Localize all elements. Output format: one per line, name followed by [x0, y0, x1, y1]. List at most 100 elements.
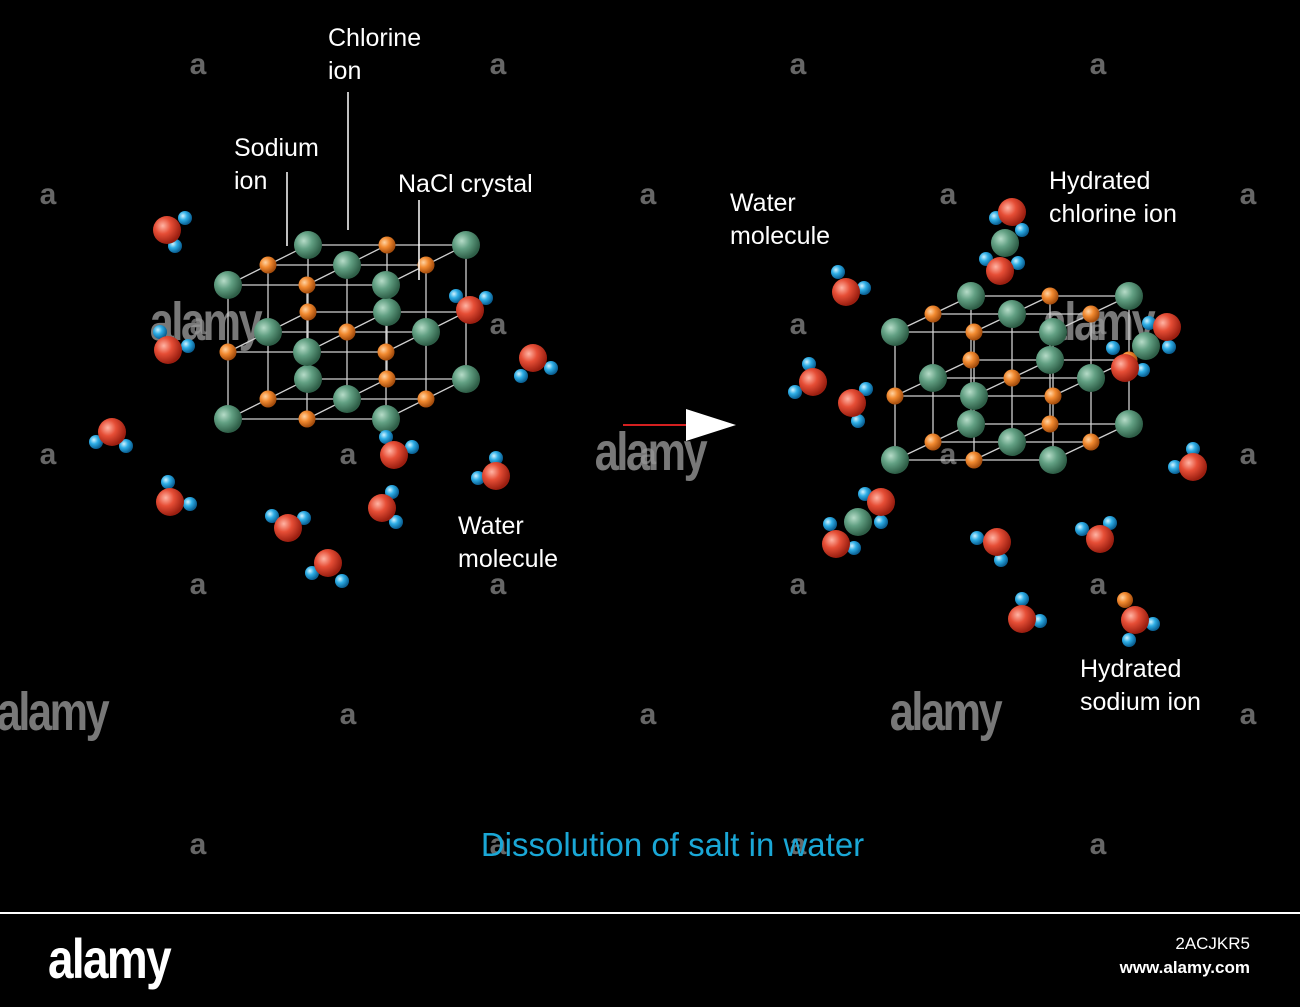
oxygen-atom	[1153, 313, 1181, 341]
oxygen-atom	[314, 549, 342, 577]
oxygen-atom	[983, 528, 1011, 556]
watermark-a: a	[790, 308, 807, 341]
oxygen-atom	[1111, 354, 1139, 382]
sodium-atom	[1003, 369, 1021, 387]
hydrogen-atom	[449, 289, 463, 303]
label-water-molecule-right: Water molecule	[730, 189, 831, 250]
chlorine-atom	[214, 271, 242, 299]
hydrogen-atom	[1106, 341, 1120, 355]
watermark-a: a	[1090, 568, 1107, 601]
hydrogen-atom	[1168, 460, 1182, 474]
hydrogen-atom	[471, 471, 485, 485]
chlorine-atom	[998, 428, 1026, 456]
nacl-crystal-left	[214, 231, 480, 433]
sodium-atom	[219, 343, 237, 361]
sodium-atom	[298, 410, 316, 428]
oxygen-atom	[822, 530, 850, 558]
hydrogen-atom	[305, 566, 319, 580]
sodium-atom	[417, 256, 435, 274]
sodium-atom	[1082, 433, 1100, 451]
oxygen-atom	[998, 198, 1026, 226]
sodium-atom	[259, 390, 277, 408]
oxygen-atom	[153, 216, 181, 244]
watermark-a: a	[1240, 698, 1257, 731]
sodium-atom	[1082, 305, 1100, 323]
hydrogen-atom	[153, 325, 167, 339]
oxygen-atom	[380, 441, 408, 469]
hydrogen-atom	[385, 485, 399, 499]
sodium-atom	[1041, 415, 1059, 433]
sodium-atom	[378, 370, 396, 388]
hydrogen-atom	[1015, 592, 1029, 606]
hydrogen-atom	[514, 369, 528, 383]
hydrogen-atom	[265, 509, 279, 523]
hydrogen-atom	[788, 385, 802, 399]
sodium-atom	[1117, 592, 1133, 608]
oxygen-atom	[867, 488, 895, 516]
reaction-arrow	[623, 409, 736, 441]
molecule-layer	[89, 198, 1207, 647]
watermark-a: a	[940, 178, 957, 211]
chlorine-atom	[333, 251, 361, 279]
chlorine-atom	[844, 508, 872, 536]
arrow-head	[686, 409, 736, 441]
watermark-alamy: alamy	[0, 683, 109, 743]
sodium-atom	[298, 276, 316, 294]
label-hydrated-sodium-ion: Hydrated sodium ion	[1080, 655, 1201, 716]
watermark-a: a	[190, 308, 207, 341]
chlorine-atom	[254, 318, 282, 346]
sodium-atom	[338, 323, 356, 341]
sodium-atom	[378, 236, 396, 254]
watermark-a: a	[1240, 438, 1257, 471]
hydrogen-atom	[119, 439, 133, 453]
label-chlorine-ion: Chlorine ion	[328, 24, 422, 85]
label-nacl-crystal: NaCl crystal	[398, 170, 533, 198]
hydrogen-atom	[1186, 442, 1200, 456]
watermark-a: a	[940, 438, 957, 471]
hydrogen-atom	[1162, 340, 1176, 354]
sodium-atom	[299, 303, 317, 321]
hydrogen-atom	[1033, 614, 1047, 628]
chlorine-atom	[991, 229, 1019, 257]
oxygen-atom	[832, 278, 860, 306]
footer-bar	[0, 912, 1300, 1002]
hydrogen-atom	[161, 475, 175, 489]
chlorine-atom	[881, 318, 909, 346]
chlorine-atom	[1132, 332, 1160, 360]
hydrogen-atom	[1146, 617, 1160, 631]
watermark-a: a	[640, 438, 657, 471]
chlorine-atom	[373, 298, 401, 326]
watermark-a: a	[490, 568, 507, 601]
oxygen-atom	[1086, 525, 1114, 553]
watermark-a: a	[640, 178, 657, 211]
sodium-atom	[962, 351, 980, 369]
hydrogen-atom	[335, 574, 349, 588]
chlorine-atom	[412, 318, 440, 346]
oxygen-atom	[98, 418, 126, 446]
hydrogen-atom	[89, 435, 103, 449]
watermark-a: a	[340, 438, 357, 471]
chlorine-atom	[1115, 282, 1143, 310]
hydrogen-atom	[1075, 522, 1089, 536]
hydrogen-atom	[847, 541, 861, 555]
sodium-atom	[377, 343, 395, 361]
oxygen-atom	[156, 488, 184, 516]
watermark-a: a	[790, 828, 807, 861]
watermark-a: a	[1090, 828, 1107, 861]
watermark-a: a	[190, 568, 207, 601]
hydrogen-atom	[489, 451, 503, 465]
watermark-a: a	[190, 48, 207, 81]
oxygen-atom	[482, 462, 510, 490]
oxygen-atom	[456, 296, 484, 324]
hydrogen-atom	[405, 440, 419, 454]
hydrogen-atom	[297, 511, 311, 525]
label-water-molecule-left: Water molecule	[458, 512, 559, 573]
chlorine-atom	[998, 300, 1026, 328]
watermark-a: a	[1240, 178, 1257, 211]
hydrogen-atom	[874, 515, 888, 529]
chlorine-atom	[372, 405, 400, 433]
sodium-atom	[417, 390, 435, 408]
chlorine-atom	[452, 365, 480, 393]
